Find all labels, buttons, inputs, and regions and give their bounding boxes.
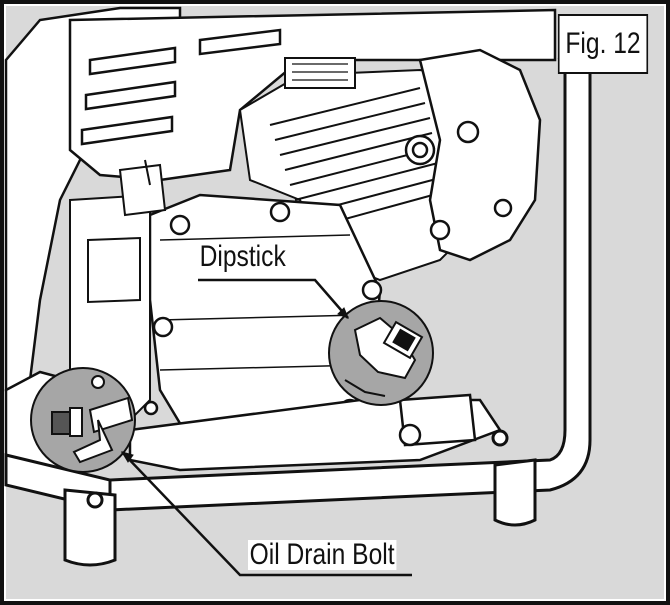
base-tray [128,393,502,472]
dipstick-leader-line [198,278,349,319]
oil-drain-bolt-highlight [30,367,136,473]
oil-drain-bolt-callout: Oil Drain Bolt [248,538,397,571]
cylinder-head [404,48,542,262]
figure-label: Fig. 12 [557,14,649,74]
tubular-frame [4,58,592,567]
dipstick-callout: Dipstick [198,240,288,273]
leader-lines [121,278,412,577]
oil-drain-bolt-leader-line [121,451,412,577]
control-panel [68,8,557,182]
dipstick-highlight [328,300,434,406]
